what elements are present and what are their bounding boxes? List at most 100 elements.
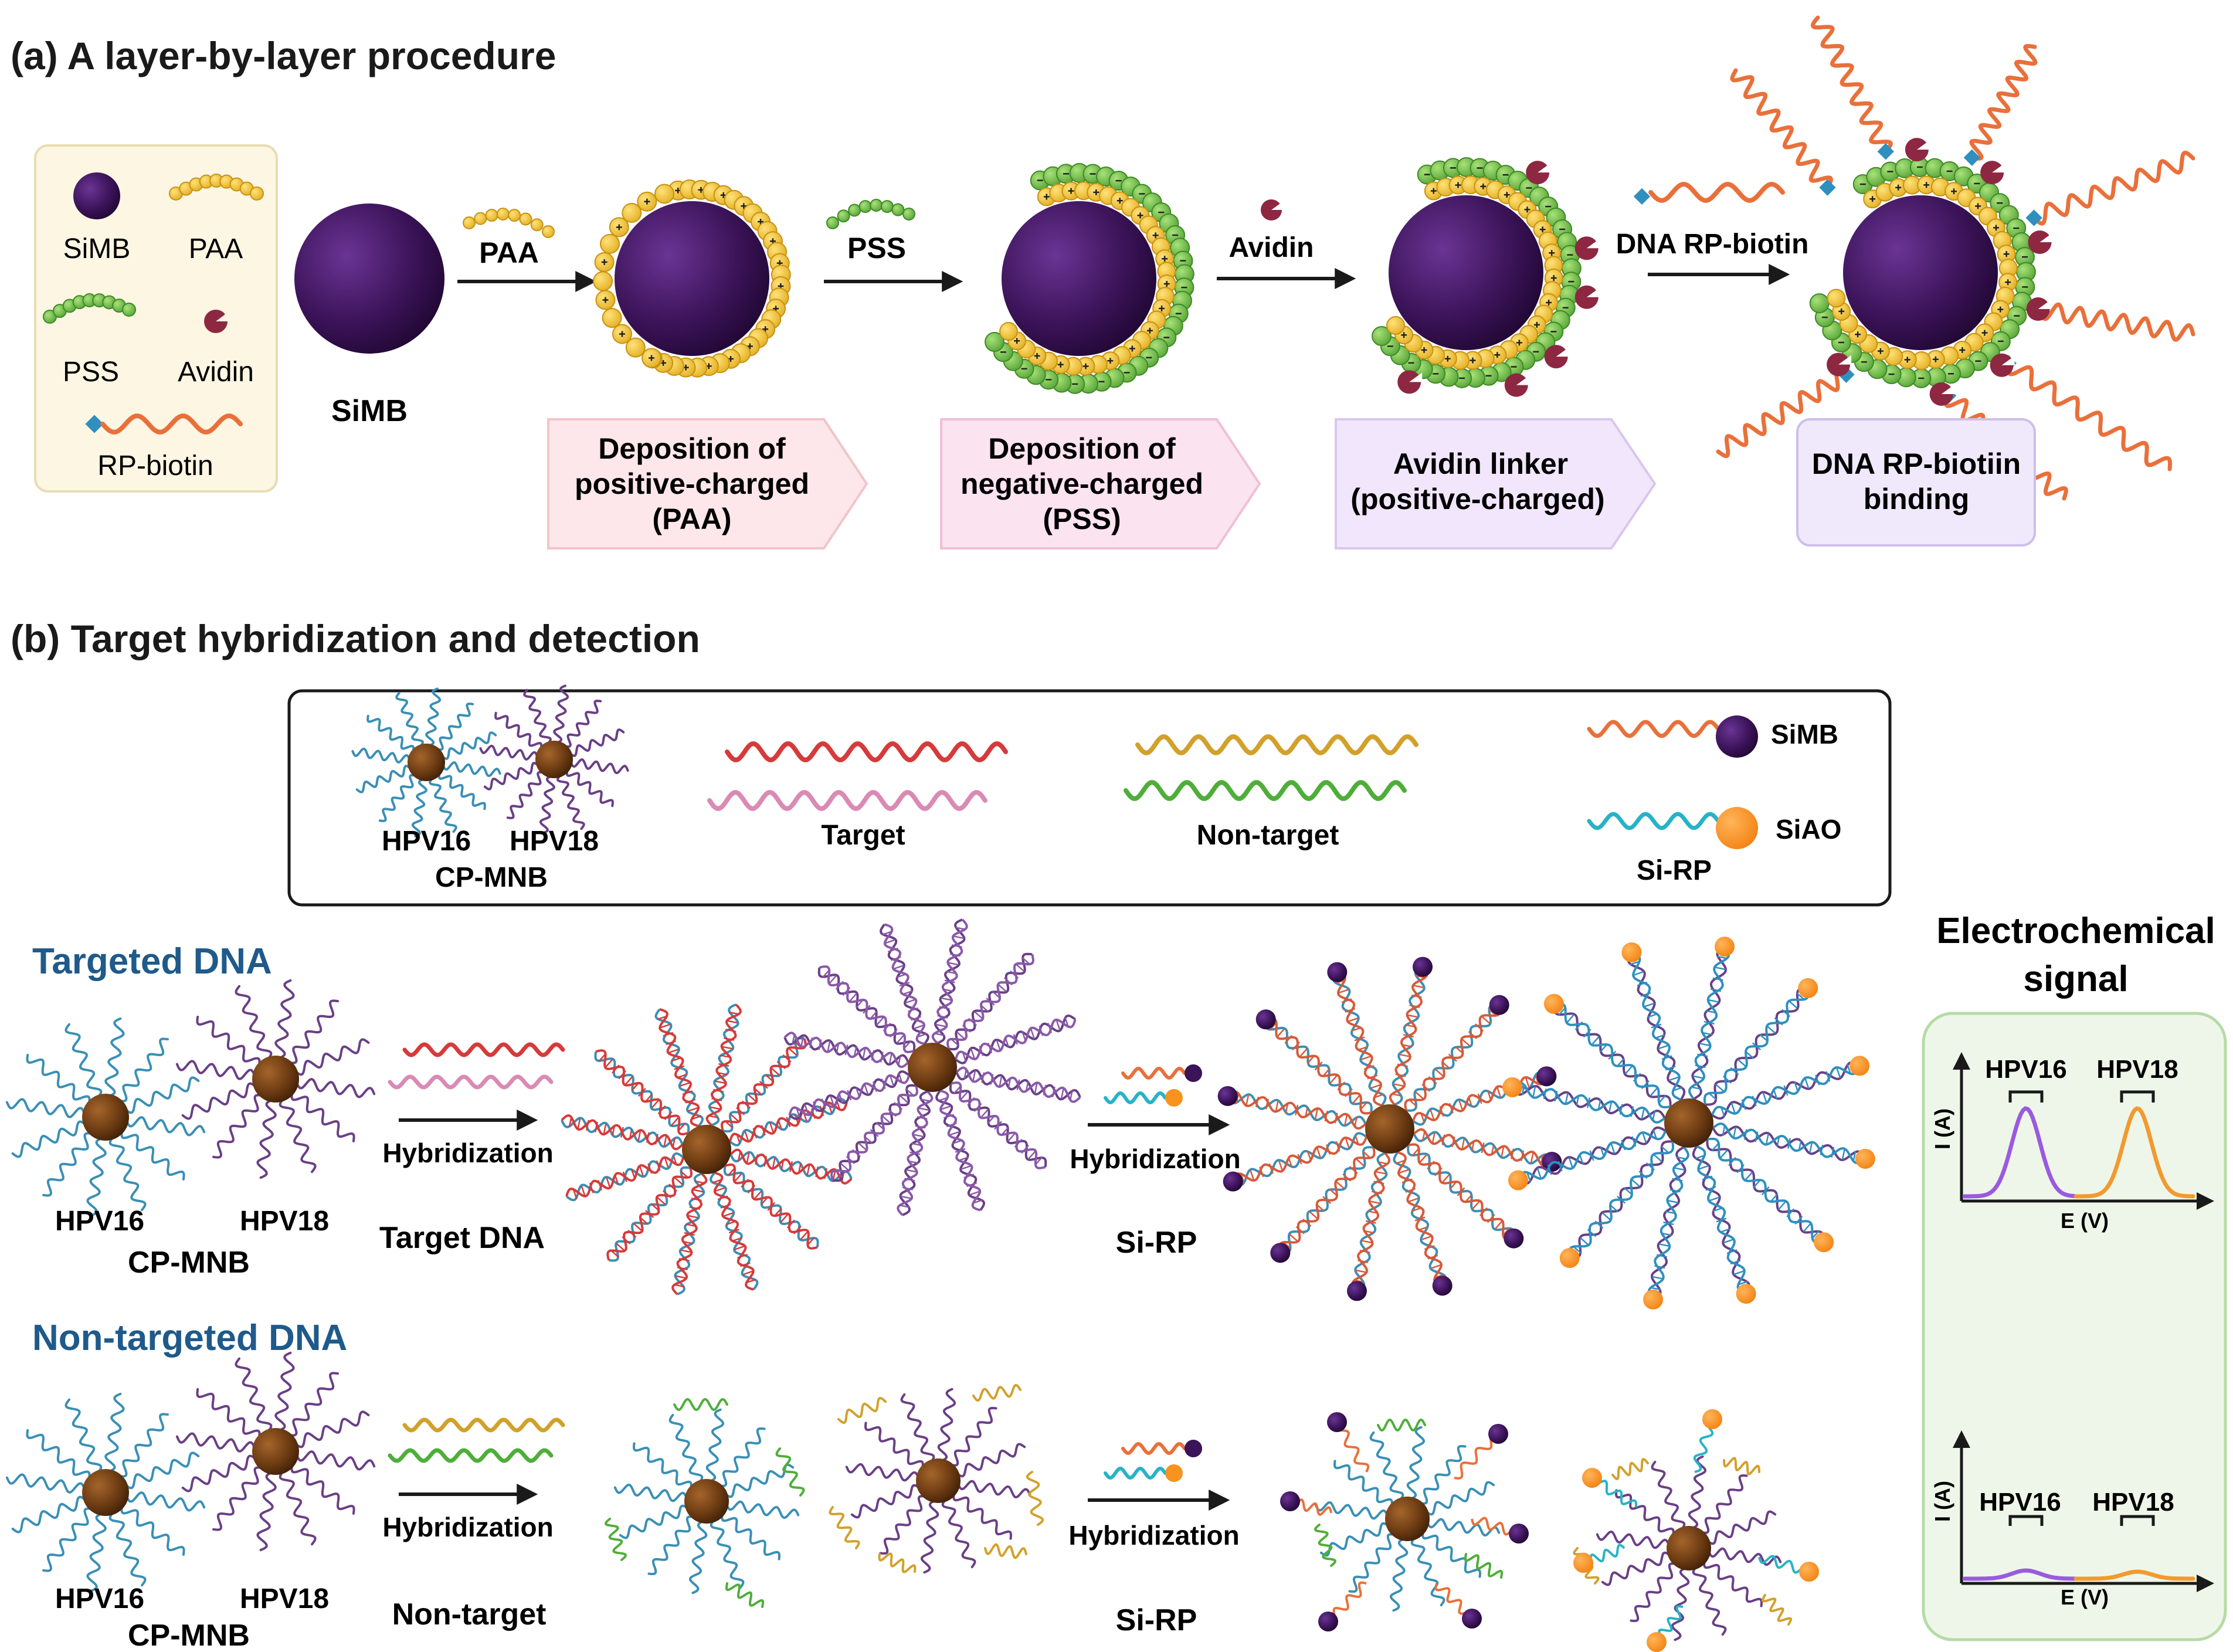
signal-heading-line2: signal <box>2023 959 2128 999</box>
signal-plot-top: HPV16 HPV18 I (A) E (V) <box>1930 1052 2214 1233</box>
non-targeted-hybridization-1-label: Hybridization <box>382 1512 553 1542</box>
arrow-paa: PAA <box>457 207 597 292</box>
targeted-hybridization-2-label: Hybridization <box>1070 1144 1240 1174</box>
avidin-legend-icon <box>204 310 230 333</box>
non-targeted-hpv16-label: HPV16 <box>55 1583 144 1614</box>
non-targeted-hybridization-arrow-2: Hybridization <box>1068 1440 1240 1551</box>
targeted-hpv18-sandwich <box>1502 937 1875 1310</box>
targeted-hpv16-label: HPV16 <box>55 1206 144 1237</box>
step-2-line2: negative-charged <box>961 467 1203 500</box>
targeted-hpv16-cp-mnb <box>5 1017 206 1217</box>
legend-siao-label: SiAO <box>1776 814 1841 844</box>
non-targeted-hybridization-2-label: Hybridization <box>1068 1520 1239 1551</box>
step-1-line2: positive-charged <box>575 467 809 500</box>
step-1-line1: Deposition of <box>598 432 786 465</box>
arrow-avidin: Avidin <box>1217 199 1356 289</box>
simb-bead-label: SiMB <box>331 394 408 428</box>
legend-rp-biotin-label: RP-biotin <box>97 450 213 481</box>
arrow-dna-rp-biotin-label: DNA RP-biotin <box>1616 229 1809 260</box>
step-2-chevron: Deposition of negative-charged (PSS) <box>940 418 1261 549</box>
legend-hpv16-label: HPV16 <box>382 826 471 857</box>
signal-top-hpv16-label: HPV16 <box>1985 1055 2066 1084</box>
legend-simb-label: SiMB <box>1771 719 1838 749</box>
legend-simb-label: SiMB <box>63 233 131 264</box>
simb-legend-icon <box>73 172 120 219</box>
target-strand-pink-icon <box>707 790 987 811</box>
signal-panel <box>1922 1012 2227 1641</box>
targeted-hybridization-arrow-2: Hybridization <box>1070 1064 1241 1174</box>
step-1-chevron: Deposition of positive-charged (PAA) <box>547 418 868 549</box>
non-targeted-hybridization-arrow-1: Hybridization <box>382 1417 565 1542</box>
paa-legend-icon <box>169 174 264 201</box>
legend-target-label: Target <box>821 820 905 851</box>
arrow-avidin-label: Avidin <box>1229 232 1314 263</box>
legend-paa-label: PAA <box>189 233 243 264</box>
signal-bottom-xlabel: E (V) <box>2061 1585 2109 1609</box>
step-4-line2: binding <box>1864 483 1970 515</box>
targeted-hpv18-hybridized <box>783 918 1081 1216</box>
simb-pss-coated <box>985 163 1194 394</box>
legend-cp-mnb-label: CP-MNB <box>435 862 548 893</box>
legend-avidin-label: Avidin <box>178 357 254 388</box>
targeted-hybridization-arrow-1: Hybridization <box>382 1042 565 1168</box>
step-3-line1: Avidin linker <box>1393 447 1568 480</box>
non-targeted-hpv16-cp-mnb <box>5 1392 206 1593</box>
targeted-dna-heading: Targeted DNA <box>32 941 272 982</box>
signal-plot-bottom: HPV16 HPV18 I (A) E (V) <box>1930 1430 2214 1609</box>
non-targeted-hpv18-washed <box>1573 1409 1819 1652</box>
panel-a-title: (a) A layer-by-layer procedure <box>11 34 556 77</box>
targeted-hybridization-1-label: Hybridization <box>382 1138 553 1168</box>
simb-bead <box>294 203 444 354</box>
targeted-hpv16-sandwich <box>1217 956 1562 1301</box>
signal-top-xlabel: E (V) <box>2061 1209 2109 1233</box>
pss-legend-icon <box>43 293 136 324</box>
signal-top-ylabel: I (A) <box>1930 1108 1954 1149</box>
targeted-hpv18-cp-mnb <box>175 979 376 1179</box>
legend-hpv18-label: HPV18 <box>510 826 599 857</box>
targeted-si-rp-label: Si-RP <box>1116 1226 1197 1260</box>
step-2-line3: (PSS) <box>1043 503 1121 535</box>
step-3-chevron: Avidin linker (positive-charged) <box>1335 418 1657 549</box>
step-3-line2: (positive-charged) <box>1350 483 1604 515</box>
hpv16-cp-mnb-legend-icon <box>351 687 501 837</box>
signal-bottom-hpv18-label: HPV18 <box>2092 1488 2174 1517</box>
signal-top-hpv18-label: HPV18 <box>2096 1055 2178 1084</box>
step-1-line3: (PAA) <box>652 503 731 535</box>
arrow-paa-label: PAA <box>479 236 539 269</box>
arrow-dna-rp-biotin: DNA RP-biotin <box>1616 182 1809 285</box>
arrow-pss-label: PSS <box>847 232 906 264</box>
panel-b-legend: HPV16 HPV18 CP-MNB Target Non-target SiM… <box>287 684 1892 907</box>
target-strand-red-icon <box>725 741 1008 762</box>
hpv18-cp-mnb-legend-icon <box>479 684 629 835</box>
siao-rp-bead-icon <box>1716 807 1758 849</box>
non-targeted-hpv18-label: HPV18 <box>240 1583 329 1614</box>
non-targeted-dna-heading: Non-targeted DNA <box>32 1318 347 1358</box>
panel-a-legend: SiMB PAA PSS Avidin RP-biotin <box>34 144 278 493</box>
targeted-hpv18-label: HPV18 <box>240 1206 329 1237</box>
non-targeted-hpv18-mixed <box>829 1383 1044 1574</box>
legend-si-rp-label: Si-RP <box>1637 855 1712 886</box>
simb-rp-biotin-bound <box>1716 15 2195 501</box>
targeted-cp-mnb-label: CP-MNB <box>128 1246 250 1280</box>
non-targeted-si-rp-label: Si-RP <box>1116 1603 1197 1637</box>
simb-paa-coated <box>593 179 791 378</box>
legend-pss-label: PSS <box>63 357 119 388</box>
arrow-pss: PSS <box>824 198 963 292</box>
legend-non-target-label: Non-target <box>1197 820 1339 851</box>
non-target-strand-green-icon <box>1124 780 1407 801</box>
signal-bottom-hpv16-label: HPV16 <box>1979 1488 2061 1517</box>
non-target-strand-gold-icon <box>1135 734 1418 755</box>
non-targeted-hpv16-mixed <box>604 1398 805 1608</box>
targeted-target-dna-label: Target DNA <box>379 1221 545 1255</box>
simb-rp-strand-icon <box>1587 720 1720 738</box>
non-targeted-hpv16-washed <box>1280 1412 1529 1631</box>
simb-rp-bead-icon <box>1716 715 1758 758</box>
step-4-line1: DNA RP-biotiin <box>1812 447 2021 480</box>
non-targeted-cp-mnb-label: CP-MNB <box>128 1619 250 1652</box>
siao-rp-strand-icon <box>1587 812 1720 830</box>
non-targeted-hpv18-cp-mnb <box>175 1351 376 1552</box>
step-2-line1: Deposition of <box>988 432 1176 465</box>
panel-b-title: (b) Target hybridization and detection <box>11 617 700 660</box>
non-targeted-non-target-label: Non-target <box>392 1597 547 1631</box>
